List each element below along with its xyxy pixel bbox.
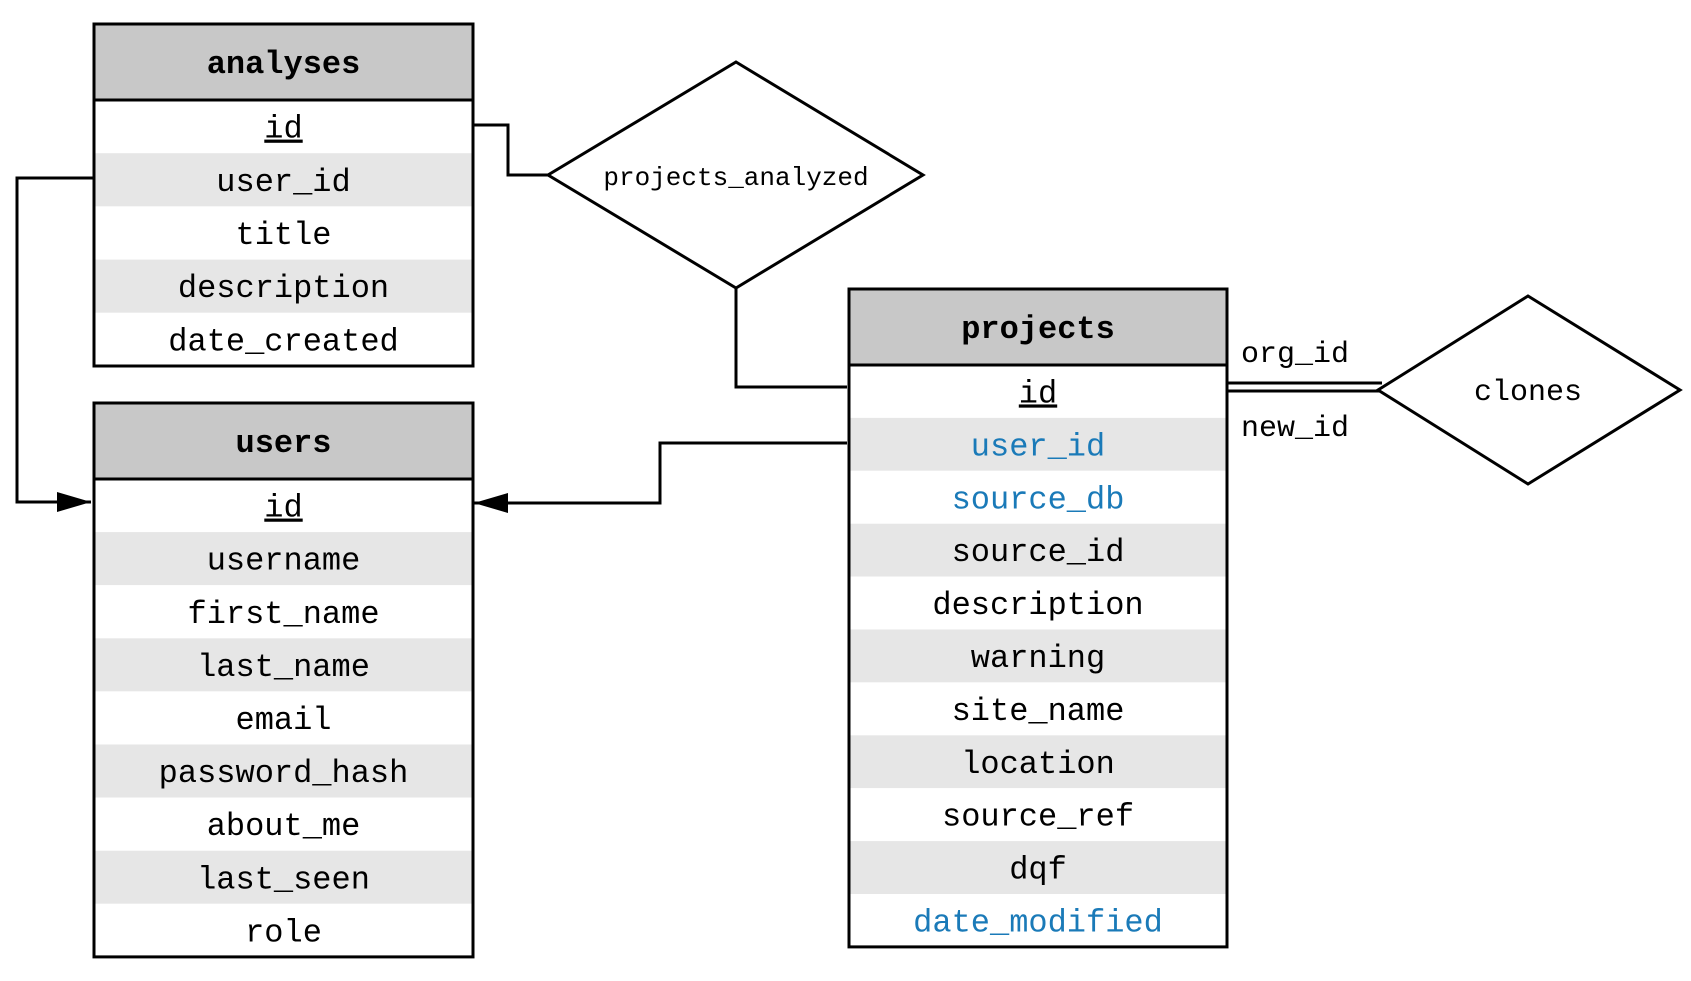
entity-border <box>847 287 1229 949</box>
field-name: user_id <box>216 164 350 201</box>
entity-projects: projects id user_id source_db source_iddescr… <box>847 287 1229 949</box>
entity-header <box>849 289 1227 365</box>
field-row <box>94 585 473 639</box>
field-row <box>94 479 473 533</box>
field-row <box>849 417 1227 471</box>
entity-header <box>94 403 473 479</box>
field-name: description <box>178 270 389 307</box>
connectors <box>15 123 1382 513</box>
field-name: first_name <box>187 596 379 633</box>
field-row <box>94 100 473 154</box>
field-name: email <box>235 702 331 739</box>
field-name: title <box>235 217 331 254</box>
entity-border <box>92 22 475 368</box>
primary-key-field: id <box>264 111 302 148</box>
primary-key-field: id <box>1019 375 1057 412</box>
analyses-user-fk-arrow <box>15 176 93 512</box>
field-row <box>849 841 1227 894</box>
field-name: about_me <box>207 808 361 845</box>
entity-header <box>94 24 473 100</box>
field-row <box>849 894 1227 947</box>
field-name: password_hash <box>159 755 409 792</box>
relationship-projects-analyzed: projects_analyzed <box>545 60 926 290</box>
field-row <box>94 850 473 904</box>
field-name: source_db <box>952 481 1125 518</box>
edge-label-org-id: org_id <box>1241 338 1349 372</box>
field-name: date_modified <box>913 904 1163 941</box>
edge-label-new-id: new_id <box>1241 412 1349 446</box>
primary-key-field: id <box>264 490 302 527</box>
field-name: username <box>207 543 361 580</box>
field-row <box>849 682 1227 736</box>
field-row <box>94 312 473 366</box>
analyses-to-projects-analyzed-connector <box>473 123 548 177</box>
field-row <box>94 638 473 692</box>
entity-title: users <box>235 425 331 462</box>
field-name: last_seen <box>197 861 370 898</box>
field-row <box>94 153 473 207</box>
entity-tables: analysesiduser_idtitledescriptiondate_cr… <box>92 22 1229 959</box>
field-row <box>94 532 473 586</box>
relationship-clones: clones <box>1375 294 1683 486</box>
projects-analyzed-to-projects-connector <box>734 288 847 389</box>
relationship-diamond <box>545 60 926 290</box>
field-row <box>849 470 1227 524</box>
field-name: date_created <box>168 323 398 360</box>
field-row <box>849 629 1227 683</box>
field-row <box>94 797 473 851</box>
field-row <box>849 365 1227 418</box>
field-row <box>94 903 473 957</box>
field-name: source_id <box>952 534 1125 571</box>
entity-title: projects <box>961 311 1115 348</box>
relationship-diamond <box>1375 294 1683 486</box>
field-row <box>849 523 1227 577</box>
field-row <box>94 206 473 260</box>
projects-user-fk-arrow <box>474 441 847 513</box>
field-name: description <box>932 587 1143 624</box>
field-name: source_ref <box>942 799 1134 836</box>
field-name: warning <box>971 640 1105 677</box>
field-name: user_id <box>971 428 1105 465</box>
field-row <box>94 691 473 745</box>
field-row <box>94 744 473 798</box>
field-row <box>849 788 1227 842</box>
field-row <box>94 259 473 313</box>
relationship-label: clones <box>1474 376 1582 410</box>
field-name: dqf <box>1009 852 1067 889</box>
field-row <box>849 576 1227 630</box>
entity-border <box>92 401 475 959</box>
field-name: role <box>245 914 322 951</box>
field-name: last_name <box>197 649 370 686</box>
relationship-label: projects_analyzed <box>603 163 868 193</box>
entity-title: analyses <box>207 46 361 83</box>
field-name: location <box>961 746 1115 783</box>
field-row <box>849 735 1227 789</box>
field-name: site_name <box>952 693 1125 730</box>
